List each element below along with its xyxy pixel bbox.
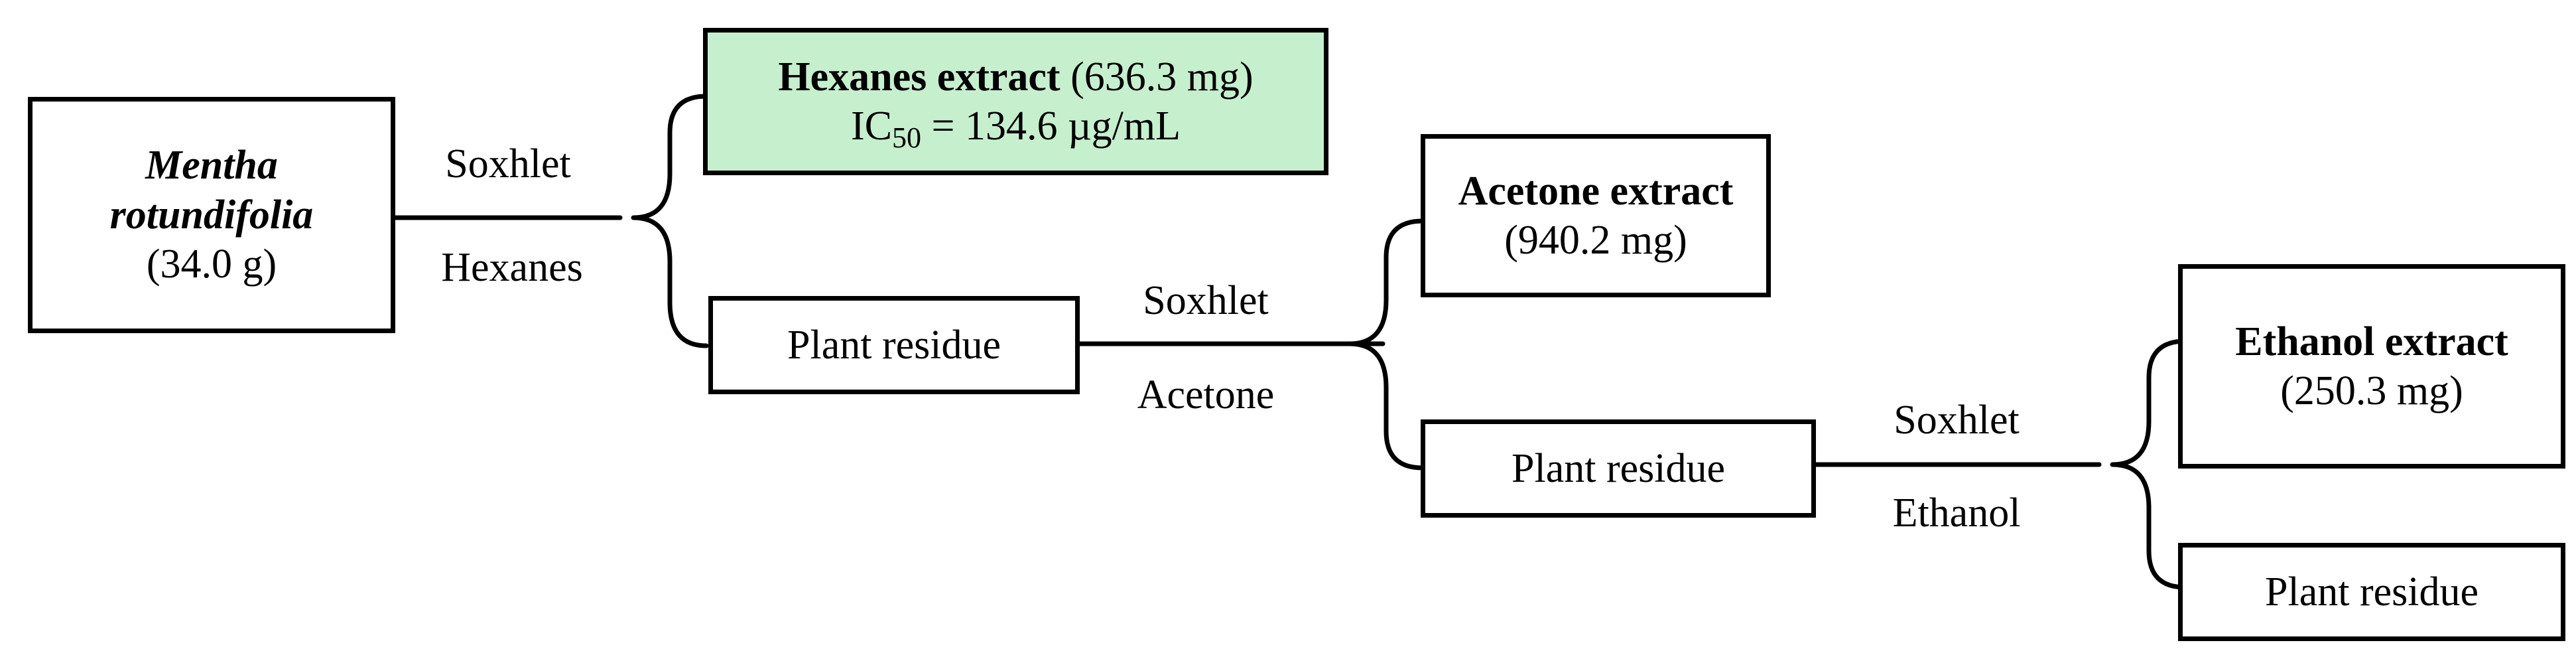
step2-method-label: Soxhlet [1143,278,1269,323]
brace-step2 [1347,218,1425,471]
hexanes-extract-mass: (636.3 mg) [1070,54,1254,100]
brace-step3 [2110,338,2188,590]
acetone-extract-name: Acetone extract [1458,168,1734,214]
step2-solvent-label: Acetone [1137,372,1275,417]
acetone-extract-box: Acetone extract (940.2 mg) [1421,134,1771,297]
acetone-extract-mass: (940.2 mg) [1504,218,1687,263]
plant-residue-box-3: Plant residue [2178,543,2565,641]
ethanol-extract-name: Ethanol extract [2235,319,2508,364]
ic50-subscript: 50 [891,121,921,154]
ethanol-extract-box: Ethanol extract (250.3 mg) [2178,264,2565,469]
hexanes-extract-box: Hexanes extract (636.3 mg) IC50 = 134.6 … [703,28,1328,175]
source-plant-box: Mentha rotundifolia (34.0 g) [28,97,395,333]
hexanes-extract-name: Hexanes extract [778,54,1061,100]
plant-residue-box-2: Plant residue [1421,419,1816,518]
hexanes-extract-line1: Hexanes extract (636.3 mg) [778,52,1253,102]
step1-method-label: Soxhlet [445,141,571,186]
source-mass: (34.0 g) [146,242,277,287]
brace-step1 [631,94,709,348]
ic50-prefix: IC [850,104,892,149]
step3-method-label: Soxhlet [1894,398,2020,443]
hexanes-ic50: IC50 = 134.6 µg/mL [850,102,1181,154]
step3-solvent-label: Ethanol [1892,490,2021,536]
plant-residue-label-2: Plant residue [1512,445,1725,491]
plant-residue-box-1: Plant residue [708,296,1080,394]
source-name-line2: rotundifolia [109,192,314,238]
source-name-line1: Mentha [145,143,278,188]
ic50-value: = 134.6 µg/mL [921,104,1181,149]
ethanol-extract-mass: (250.3 mg) [2280,368,2463,413]
plant-residue-label-1: Plant residue [787,322,1001,368]
plant-residue-label-3: Plant residue [2265,569,2479,615]
step1-solvent-label: Hexanes [441,245,583,290]
